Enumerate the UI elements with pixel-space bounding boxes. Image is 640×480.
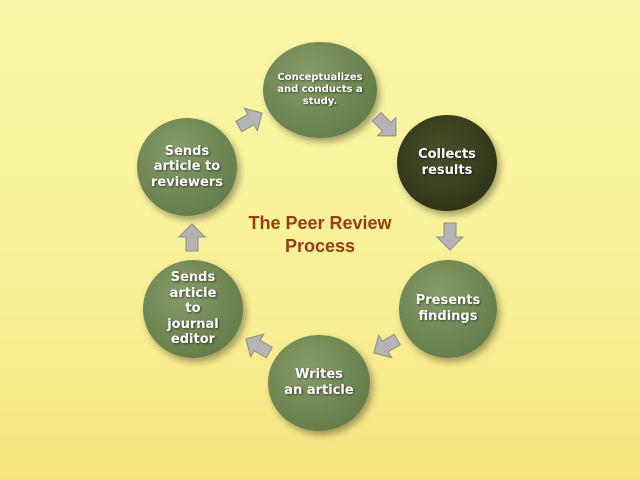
step-node-writes-article: Writes an article [268,335,370,431]
cycle-arrow-icon [177,223,207,252]
diagram-title: The Peer Review Process [248,213,392,257]
cycle-arrow-icon [235,107,263,133]
step-label: Sends article to reviewers [151,143,223,190]
step-node-sends-to-reviewers: Sends article to reviewers [137,118,237,216]
step-label: Collects results [418,147,476,178]
cycle-arrow-icon [245,333,273,359]
cycle-arrow-icon [371,111,397,137]
step-node-presents-findings: Presents findings [399,260,497,358]
step-node-sends-to-editor: Sends article to journal editor [143,260,243,358]
step-label: Conceptualizes and conducts a study. [277,72,363,107]
cycle-arrow-icon [435,222,465,251]
step-node-conceptualizes: Conceptualizes and conducts a study. [263,42,377,138]
step-label: Sends article to journal editor [167,270,219,348]
step-label: Writes an article [284,367,354,398]
step-label: Presents findings [415,293,481,324]
cycle-arrow-icon [373,333,401,359]
step-node-collects-results: Collects results [397,115,497,211]
